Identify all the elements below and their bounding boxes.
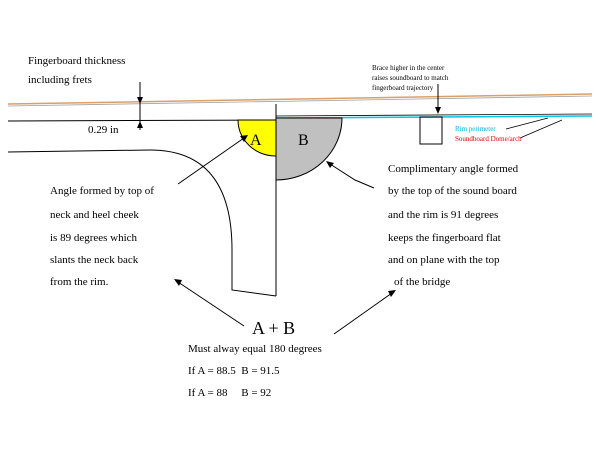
soundboard-line [275,113,593,117]
rule-text: Must alway equal 180 degrees [188,343,322,355]
example-1: If A = 88.5 B = 91.5 [188,365,280,377]
brace-note-line2: raises soundboard to match [372,74,449,82]
left-note: Angle formed by top of neck and heel che… [50,185,154,288]
right-note-line: of the bridge [394,276,450,288]
thickness-arrow-top [137,97,143,104]
pointer-brace-head [435,107,441,114]
pointer-to-b [329,163,375,189]
fingerboard-label-line1: Fingerboard thickness [28,55,125,67]
left-note-line: slants the neck back [50,254,139,266]
fingerboard-label-line2: including frets [28,74,92,86]
example-2: If A = 88 B = 92 [188,387,271,399]
fingerboard-line [7,93,593,105]
pointer-to-a [177,137,245,185]
fingerboard-under-line [7,95,593,107]
left-note-line: neck and heel cheek [50,209,139,221]
pointer-sum-right [333,292,393,335]
right-note-line: Complimentary angle formed [388,163,519,175]
brace [419,116,443,145]
pointer-to-a-head [240,135,248,142]
pointer-sum-right-head [388,290,396,297]
sum-label: A + B [252,318,295,338]
right-note-line: and the rim is 91 degrees [388,209,498,221]
angle-a-label: A [250,132,262,149]
pointer-sum-left-head [174,279,182,286]
soundboard-dome-label: Soundboard Dome/arch [455,135,522,143]
left-note-line: from the rim. [50,276,109,288]
left-note-line: Angle formed by top of [50,185,154,197]
right-note-line: keeps the fingerboard flat [388,232,501,244]
angle-b-wedge [275,117,343,181]
pointer-sum-left [177,281,245,327]
pointer-to-b-head [326,161,334,168]
angle-a-wedge [237,119,277,157]
angle-b-label: B [298,132,309,149]
pointer-dome-label [519,119,563,139]
thickness-value-label: 0.29 in [88,124,119,136]
brace-note-line3: fingerboard trajectory [372,84,434,92]
pointer-rim-label [505,117,549,130]
right-note: Complimentary angle formed by the top of… [388,163,519,288]
neck-heel-curve [7,149,277,297]
left-note-line: is 89 degrees which [50,232,138,244]
neck-top-line [7,119,277,122]
rim-perimeter-label: Rim perimeter [455,125,496,133]
right-note-line: by the top of the sound board [388,185,517,197]
brace-note-line1: Brace higher in the center [372,64,445,72]
right-note-line: and on plane with the top [388,254,500,266]
thickness-arrow-bottom [137,121,143,128]
